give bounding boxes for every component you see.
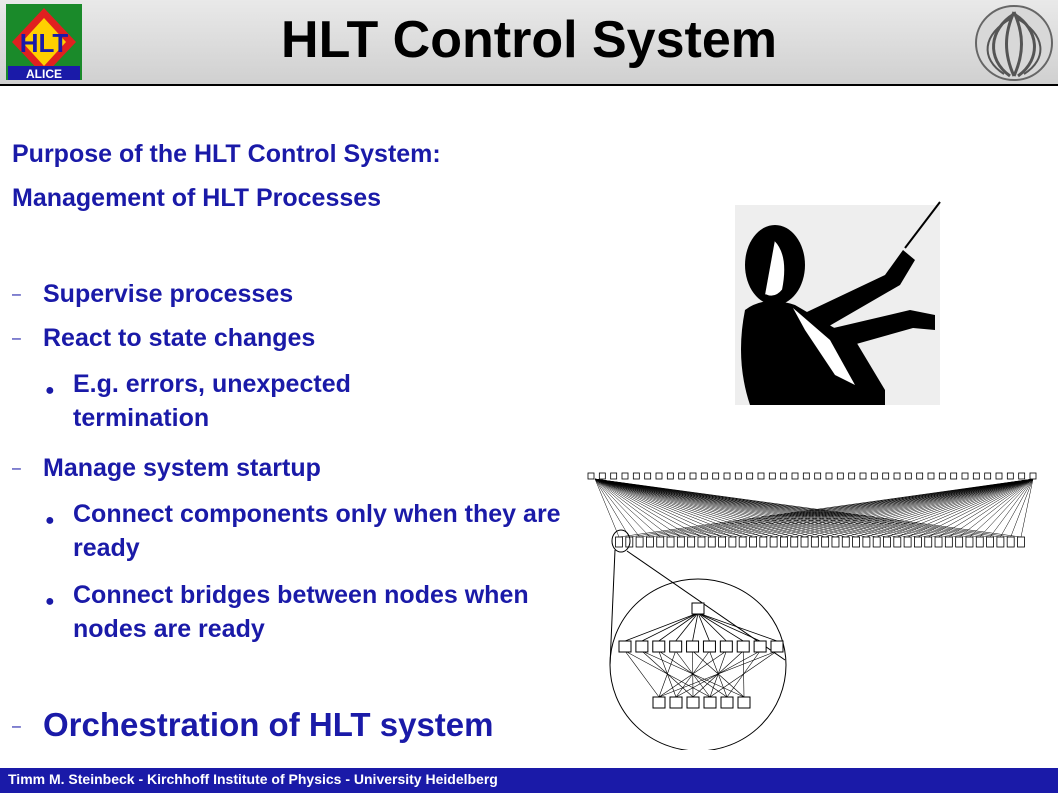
slide-title: HLT Control System: [281, 11, 777, 69]
svg-text:ALICE: ALICE: [26, 67, 62, 81]
svg-text:HLT: HLT: [20, 28, 69, 58]
conductor-image: [735, 200, 945, 415]
slide-footer: Timm M. Steinbeck - Kirchhoff Institute …: [0, 768, 1058, 793]
heading-purpose: Purpose of the HLT Control System:: [12, 140, 441, 168]
footer-text: Timm M. Steinbeck - Kirchhoff Institute …: [8, 771, 498, 787]
kip-logo: [974, 4, 1054, 87]
heading-management: Management of HLT Processes: [12, 184, 382, 212]
alice-hlt-logo: HLT ALICE: [4, 2, 84, 87]
slide-header: HLT ALICE HLT Control System: [0, 0, 1058, 86]
process-hierarchy-diagram: [585, 465, 1045, 755]
